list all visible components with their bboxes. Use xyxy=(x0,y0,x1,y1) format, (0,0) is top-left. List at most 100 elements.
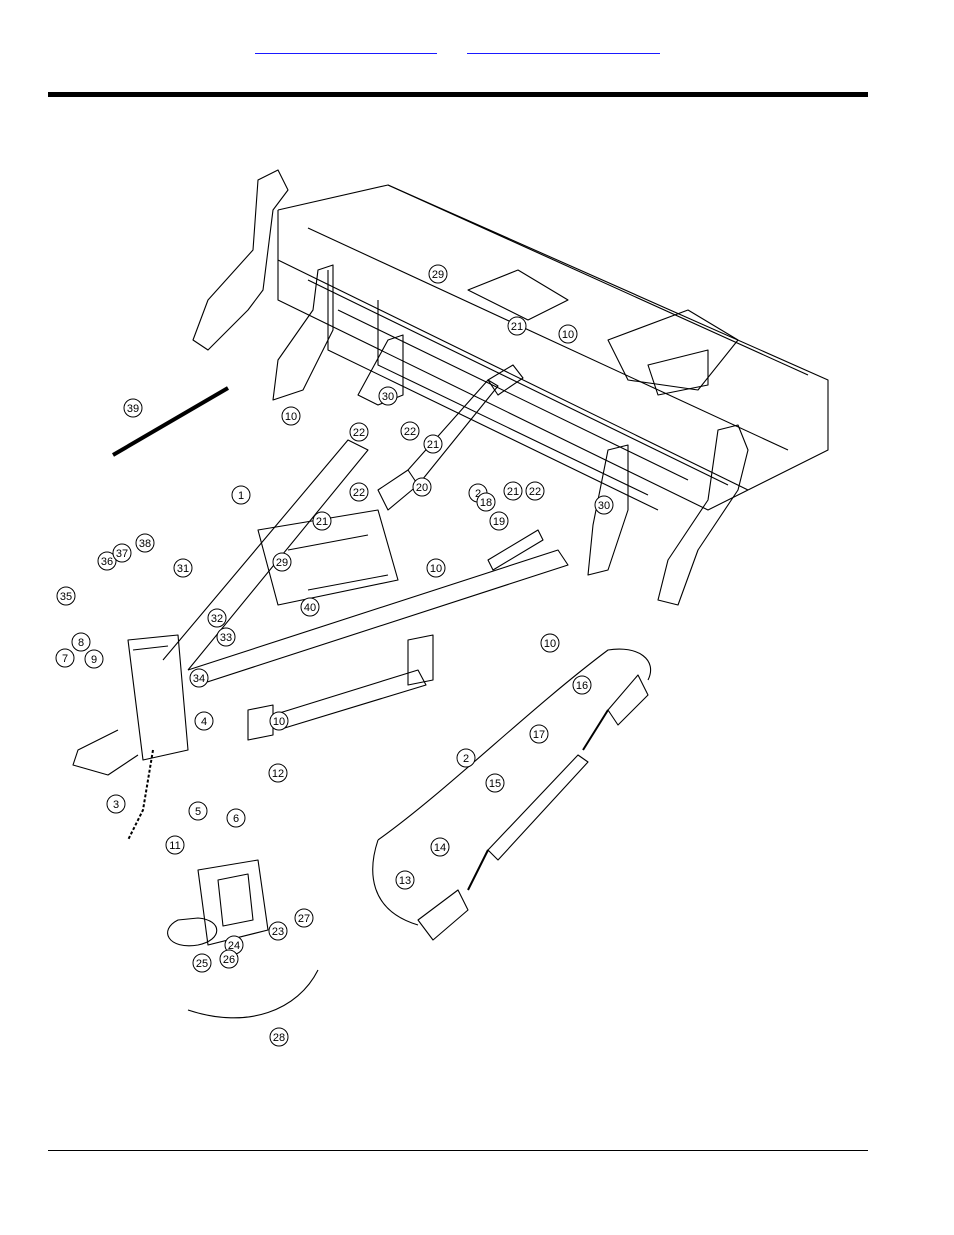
callout-label: 33 xyxy=(220,632,232,644)
callout-label: 28 xyxy=(273,1032,285,1044)
callout-18: 18 xyxy=(477,493,495,511)
callout-29: 29 xyxy=(429,265,447,283)
callout-label: 13 xyxy=(399,875,411,887)
callout-7: 7 xyxy=(56,649,74,667)
callout-label: 32 xyxy=(211,613,223,625)
callout-22: 22 xyxy=(350,483,368,501)
callout-23: 23 xyxy=(269,922,287,940)
callout-10: 10 xyxy=(282,407,300,425)
callout-38: 38 xyxy=(136,534,154,552)
callout-label: 10 xyxy=(562,329,574,341)
callout-2: 2 xyxy=(457,749,475,767)
callout-17: 17 xyxy=(530,725,548,743)
callout-label: 25 xyxy=(196,958,208,970)
callout-4: 4 xyxy=(195,712,213,730)
callout-5: 5 xyxy=(189,802,207,820)
callout-20: 20 xyxy=(413,478,431,496)
callout-label: 5 xyxy=(195,806,201,818)
callout-label: 40 xyxy=(304,602,316,614)
callout-label: 27 xyxy=(298,913,310,925)
callout-22: 22 xyxy=(401,422,419,440)
bottom-rule xyxy=(48,1150,868,1151)
callout-label: 3 xyxy=(113,799,119,811)
callout-label: 18 xyxy=(480,497,492,509)
callout-label: 31 xyxy=(177,563,189,575)
callout-3: 3 xyxy=(107,795,125,813)
callout-label: 34 xyxy=(193,673,205,685)
callout-label: 11 xyxy=(169,840,180,852)
callout-25: 25 xyxy=(193,954,211,972)
callout-label: 29 xyxy=(276,557,288,569)
callout-8: 8 xyxy=(72,633,90,651)
callout-26: 26 xyxy=(220,950,238,968)
callout-label: 9 xyxy=(91,654,97,666)
callout-22: 22 xyxy=(350,423,368,441)
callout-10: 10 xyxy=(427,559,445,577)
header-link-right[interactable] xyxy=(467,36,660,54)
callout-label: 21 xyxy=(427,439,439,451)
callout-label: 29 xyxy=(432,269,444,281)
callout-label: 26 xyxy=(223,954,235,966)
callout-28: 28 xyxy=(270,1028,288,1046)
callout-label: 22 xyxy=(353,487,365,499)
callout-1: 1 xyxy=(232,486,250,504)
callout-label: 17 xyxy=(533,729,545,741)
callout-label: 35 xyxy=(60,591,72,603)
callout-label: 16 xyxy=(576,680,588,692)
callout-label: 4 xyxy=(201,716,207,728)
callout-label: 37 xyxy=(116,548,128,560)
top-rule xyxy=(48,92,868,97)
callout-label: 21 xyxy=(511,321,523,333)
callout-22: 22 xyxy=(526,482,544,500)
callout-label: 10 xyxy=(273,716,285,728)
callout-label: 1 xyxy=(238,490,244,502)
callout-label: 22 xyxy=(529,486,541,498)
callout-10: 10 xyxy=(541,634,559,652)
callout-label: 23 xyxy=(272,926,284,938)
callout-label: 7 xyxy=(62,653,68,665)
callout-16: 16 xyxy=(573,676,591,694)
callout-label: 36 xyxy=(101,556,113,568)
callout-6: 6 xyxy=(227,809,245,827)
header-link-left[interactable] xyxy=(255,36,437,54)
callout-label: 21 xyxy=(316,516,328,528)
callout-40: 40 xyxy=(301,598,319,616)
callout-label: 38 xyxy=(139,538,151,550)
callout-19: 19 xyxy=(490,512,508,530)
callout-label: 8 xyxy=(78,637,84,649)
callout-label: 10 xyxy=(430,563,442,575)
callout-12: 12 xyxy=(269,764,287,782)
callout-label: 6 xyxy=(233,813,239,825)
callout-10: 10 xyxy=(559,325,577,343)
callout-10: 10 xyxy=(270,712,288,730)
callout-15: 15 xyxy=(486,774,504,792)
callout-39: 39 xyxy=(124,399,142,417)
callout-21: 21 xyxy=(508,317,526,335)
callout-label: 30 xyxy=(382,391,394,403)
callout-32: 32 xyxy=(208,609,226,627)
callout-label: 39 xyxy=(127,403,139,415)
callout-30: 30 xyxy=(379,387,397,405)
callout-label: 21 xyxy=(507,486,519,498)
callout-13: 13 xyxy=(396,871,414,889)
callout-34: 34 xyxy=(190,669,208,687)
callout-11: 11 xyxy=(166,836,184,854)
callout-label: 22 xyxy=(404,426,416,438)
callout-label: 12 xyxy=(272,768,284,780)
callout-37: 37 xyxy=(113,544,131,562)
callout-label: 10 xyxy=(285,411,297,423)
callout-33: 33 xyxy=(217,628,235,646)
callout-21: 21 xyxy=(313,512,331,530)
callout-label: 2 xyxy=(463,753,469,765)
callout-21: 21 xyxy=(424,435,442,453)
callout-label: 30 xyxy=(598,500,610,512)
callout-31: 31 xyxy=(174,559,192,577)
callout-label: 20 xyxy=(416,482,428,494)
callout-14: 14 xyxy=(431,838,449,856)
callout-label: 10 xyxy=(544,638,556,650)
callout-label: 14 xyxy=(434,842,446,854)
callout-35: 35 xyxy=(57,587,75,605)
